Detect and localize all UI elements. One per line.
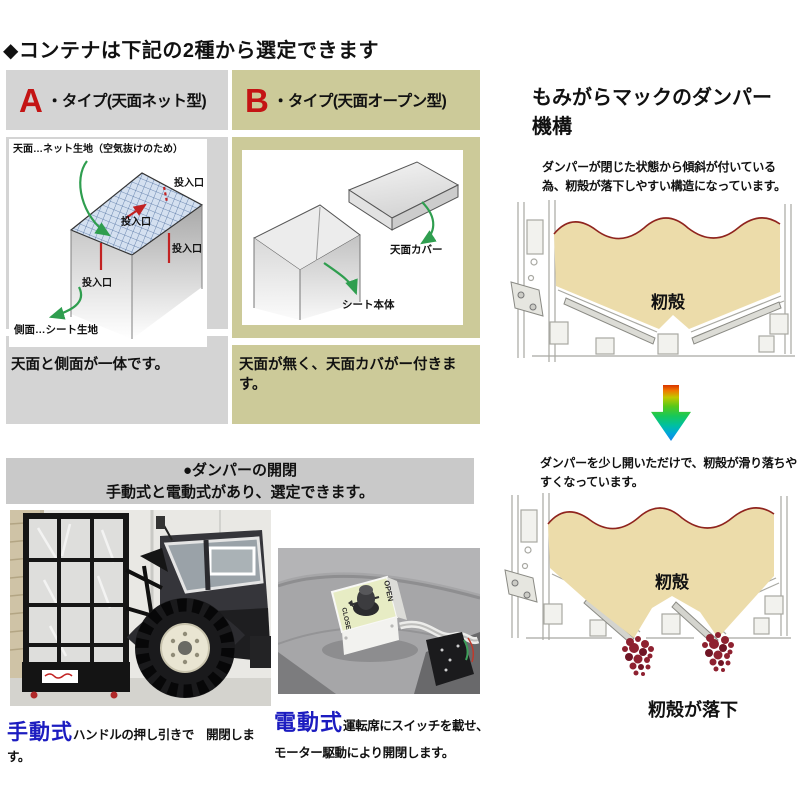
label-top-cover: 天面カバー <box>390 244 443 256</box>
manual-type-line: 手動式ハンドルの押し引きで 開閉します。 <box>7 716 272 766</box>
type-b-title: ・タイプ(天面オープン型) <box>272 93 447 110</box>
damper-operation-bar: ●ダンパーの開閉 手動式と電動式があり、選定できます。 <box>6 458 474 504</box>
type-b-header: B ・タイプ(天面オープン型) <box>232 70 480 130</box>
label-inlet-4: 投入口 <box>82 276 112 289</box>
electric-type-desc2: モーター駆動により開閉します。 <box>274 746 455 760</box>
inlet-marks <box>99 186 171 270</box>
latch-bracket <box>504 569 538 603</box>
husk-mass <box>548 507 774 638</box>
falling-husk-cluster-left <box>622 636 654 676</box>
type-b-caption: 天面が無く、天面カバがー付きます。 <box>239 357 457 394</box>
type-b-content: 天面カバー シート本体 <box>232 137 480 338</box>
type-b-letter: B <box>245 81 269 119</box>
type-a-letter: A <box>19 81 43 119</box>
label-inlet-2: 投入口 <box>121 215 151 228</box>
latch-bracket <box>510 281 544 317</box>
pointer-arrows <box>323 201 437 296</box>
electric-type-block: 電動式運転席にスイッチを載せ、 モーター駆動により開閉します。 <box>274 705 494 761</box>
switch-box: OPEN CLOSE <box>330 575 407 655</box>
husk-label-open: 籾殻 <box>655 572 690 592</box>
husk-label-closed: 籾殻 <box>651 292 686 312</box>
net-container-diagram: 天面…ネット生地（空気抜けのため） 投入口 投入口 投入口 投入口 側面…シート… <box>13 142 204 339</box>
type-a-header: A ・タイプ(天面ネット型) <box>6 70 228 130</box>
tractor <box>125 516 271 698</box>
tractor-container-photo <box>10 510 271 706</box>
operation-heading-1: ●ダンパーの開閉 <box>182 462 298 479</box>
divider <box>6 130 228 137</box>
damper-closed-text: ダンパーが閉じた状態から傾斜が付いている為、籾殻が落下しやすい構造になっています… <box>542 160 786 193</box>
husk-surface-line <box>547 507 775 530</box>
husk-mass <box>554 217 780 329</box>
husk-surface-line <box>553 217 781 240</box>
sheet-body-right-face <box>300 235 360 320</box>
sheet-body-left-face <box>254 238 300 320</box>
type-a-content: 天面…ネット生地（空気抜けのため） 投入口 投入口 投入口 投入口 側面…シート… <box>6 137 228 347</box>
container-cage <box>23 513 129 669</box>
husk-fall-caption: 籾殻が落下 <box>648 700 738 720</box>
type-a-diagram: 天面…ネット生地（空気抜けのため） 投入口 投入口 投入口 投入口 側面…シート… <box>9 139 207 347</box>
manual-type-label: 手動式 <box>7 721 73 744</box>
label-inlet-3: 投入口 <box>172 242 202 255</box>
damper-open-diagram: 籾殻 <box>504 490 794 697</box>
electric-type-label: 電動式 <box>274 710 344 735</box>
label-inlet-1: 投入口 <box>174 176 204 189</box>
type-b-diagram: 天面カバー シート本体 <box>242 150 463 325</box>
damper-plate-right <box>691 301 782 345</box>
type-a-title: ・タイプ(天面ネット型) <box>46 93 207 110</box>
container-logo-label <box>42 670 78 683</box>
damper-open-text: ダンパーを少し開いただけで、籾殻が滑り落ちやすくなっています。 <box>540 456 797 489</box>
damper-plate-left <box>563 297 656 345</box>
switch-open-label: OPEN <box>382 580 395 603</box>
type-b-panel: B ・タイプ(天面オープン型) <box>232 70 480 424</box>
electric-switch-photo: OPEN CLOSE <box>278 548 480 694</box>
divider <box>232 130 480 137</box>
type-a-panel: A ・タイプ(天面ネット型) <box>6 70 228 424</box>
container-right-face <box>132 205 202 339</box>
type-a-caption: 天面と側面が一体です。 <box>11 357 170 373</box>
manual-type-desc: ハンドルの押し引きで 開閉します。 <box>7 728 255 764</box>
switch-close-label: CLOSE <box>340 607 352 631</box>
container-front-face <box>71 230 132 339</box>
operation-heading-2: 手動式と電動式があり、選定できます。 <box>106 483 374 501</box>
label-sheet-body: シート本体 <box>342 298 395 311</box>
damper-closed-diagram: 籾殻 <box>508 196 798 373</box>
damper-mechanism-title: もみがらマックのダンパー機構 <box>532 87 772 138</box>
pointer-arrows <box>48 160 111 320</box>
electric-type-desc1: 運転席にスイッチを載せ、 <box>343 719 489 733</box>
down-arrow-icon <box>651 385 691 441</box>
container-frame <box>511 493 791 640</box>
label-top-net: 天面…ネット生地（空気抜けのため） <box>13 142 183 155</box>
divider <box>232 338 480 345</box>
open-container-diagram: 天面カバー シート本体 <box>253 161 460 320</box>
label-side-sheet: 側面…シート生地 <box>13 323 98 336</box>
page-title: ◆コンテナは下記の2種から選定できます <box>3 40 380 62</box>
